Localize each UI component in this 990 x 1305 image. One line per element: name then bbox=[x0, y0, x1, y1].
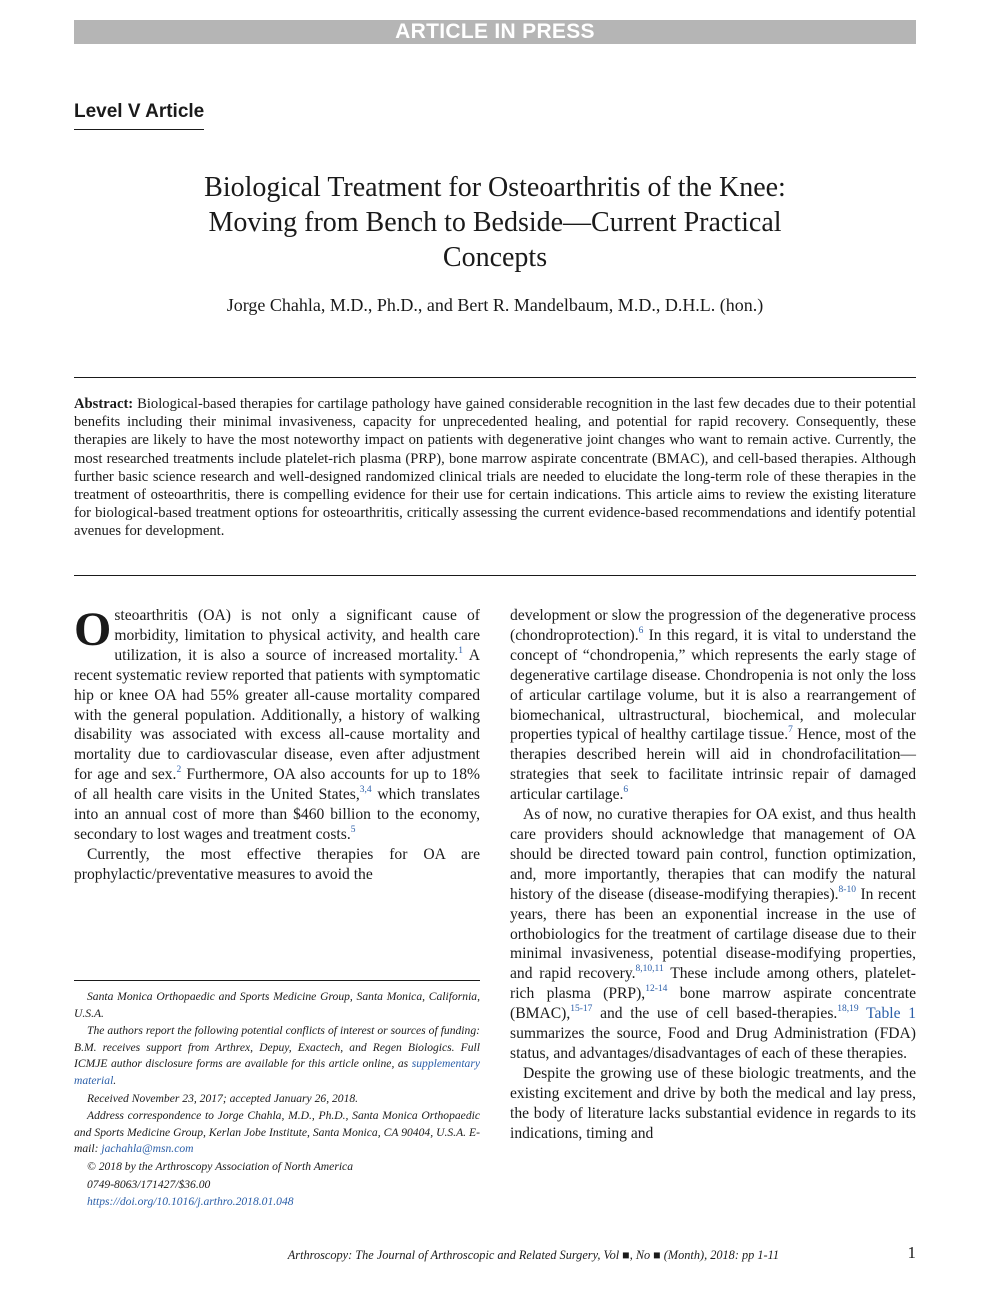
doi-link[interactable]: https://doi.org/10.1016/j.arthro.2018.01… bbox=[87, 1195, 294, 1209]
author-list: Jorge Chahla, M.D., Ph.D., and Bert R. M… bbox=[226, 295, 764, 315]
table-1-link[interactable]: Table 1 bbox=[866, 1005, 916, 1023]
body-column-right: development or slow the progression of t… bbox=[510, 606, 916, 1143]
body-text: steoarthritis (OA) is not only a signifi… bbox=[114, 607, 480, 664]
title-block: Biological Treatment for Osteoarthritis … bbox=[74, 170, 916, 317]
reference-link[interactable]: 8,10,11 bbox=[635, 964, 664, 975]
reference-link[interactable]: 7 bbox=[788, 725, 793, 736]
reference-link[interactable]: 12-14 bbox=[645, 984, 668, 995]
body-text: bone marrow aspirate concentrate (BMAC), bbox=[510, 985, 916, 1023]
body-paragraph: Currently, the most effective therapies … bbox=[74, 845, 480, 883]
doi-row: https://doi.org/10.1016/j.arthro.2018.01… bbox=[74, 1194, 480, 1211]
reference-link[interactable]: 3,4 bbox=[359, 785, 372, 796]
body-text: These include among others, platelet-ric… bbox=[510, 965, 916, 1003]
reference-link[interactable]: 15-17 bbox=[570, 1004, 593, 1015]
abstract: Abstract: Biological-based therapies for… bbox=[74, 395, 916, 541]
reference-link[interactable]: 6 bbox=[623, 785, 629, 796]
title-line-3: Concepts bbox=[442, 242, 548, 273]
reference-link[interactable]: 2 bbox=[176, 765, 182, 776]
journal-footer: Arthroscopy: The Journal of Arthroscopic… bbox=[287, 1248, 779, 1262]
email-link[interactable]: jachahla@msn.com bbox=[101, 1142, 194, 1156]
body-text: A recent systematic review reported that… bbox=[74, 646, 480, 784]
article-in-press-banner: ARTICLE IN PRESS bbox=[74, 20, 916, 44]
title-line-1: Biological Treatment for Osteoarthritis … bbox=[204, 172, 786, 203]
body-text: In recent years, there has been an expon… bbox=[510, 885, 916, 983]
abstract-text: Biological-based therapies for cartilage… bbox=[74, 396, 916, 540]
drop-cap: O bbox=[74, 603, 112, 656]
issn-line: 0749-8063/171427/$36.00 bbox=[87, 1177, 211, 1191]
body-paragraph: development or slow the progression of t… bbox=[510, 606, 916, 805]
body-text: summarizes the source, Food and Drug Adm… bbox=[510, 1025, 916, 1062]
reference-link[interactable]: 8-10 bbox=[838, 884, 856, 895]
body-text: Hence, most of the therapies described h… bbox=[510, 726, 916, 804]
body-paragraph: As of now, no curative therapies for OA … bbox=[510, 805, 916, 1064]
reference-link[interactable]: 18,19 bbox=[837, 1004, 859, 1015]
abstract-top-rule bbox=[74, 377, 916, 378]
body-text: As of now, no curative therapies for OA … bbox=[510, 806, 916, 903]
reference-link[interactable]: 1 bbox=[458, 645, 463, 656]
body-text: Furthermore, OA also accounts for up to … bbox=[74, 766, 481, 804]
article-title: Biological Treatment for Osteoarthritis … bbox=[74, 170, 916, 275]
article-level-label: Level V Article bbox=[74, 100, 205, 130]
body-text: and the use of cell based-therapies. bbox=[592, 1005, 838, 1023]
page-number: 1 bbox=[907, 1243, 917, 1262]
body-text: In this regard, it is vital to understan… bbox=[510, 626, 916, 744]
affiliation-note: Santa Monica Orthopaedic and Sports Medi… bbox=[74, 990, 480, 1020]
supplementary-material-link[interactable]: supplementary material bbox=[74, 1057, 480, 1087]
received-dates: Received November 23, 2017; accepted Jan… bbox=[87, 1091, 359, 1105]
conflict-text: The authors report the following potenti… bbox=[74, 1024, 480, 1071]
reference-link[interactable]: 6 bbox=[638, 625, 644, 636]
body-text: development or slow the progression of t… bbox=[510, 607, 916, 644]
abstract-bottom-rule bbox=[74, 575, 916, 576]
correspondence-address: Address correspondence to Jorge Chahla, … bbox=[74, 1108, 480, 1158]
address-text: Address correspondence to Jorge Chahla, … bbox=[74, 1109, 480, 1156]
abstract-label: Abstract: bbox=[74, 396, 134, 412]
reference-link[interactable]: 5 bbox=[350, 824, 356, 835]
copyright-line: © 2018 by the Arthroscopy Association of… bbox=[87, 1159, 354, 1173]
title-line-2: Moving from Bench to Bedside—Current Pra… bbox=[208, 207, 782, 238]
conflict-of-interest-note: The authors report the following potenti… bbox=[74, 1024, 480, 1087]
article-footnotes: Santa Monica Orthopaedic and Sports Medi… bbox=[74, 980, 480, 1212]
body-text: which translates into an annual cost of … bbox=[74, 786, 480, 843]
body-paragraph: Despite the growing use of these biologi… bbox=[510, 1064, 916, 1142]
